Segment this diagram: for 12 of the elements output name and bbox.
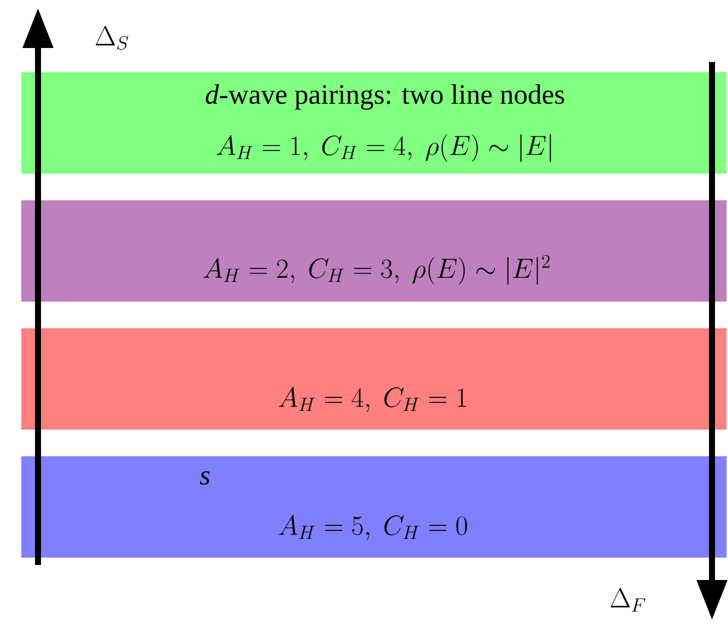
band-title: d-wave pairings: two line nodes [206,84,564,110]
formula: $A_H = 1,\ C_H = 4,\ \rho(E) \sim |E|$ [216,134,551,162]
band-label: s [200,471,210,485]
band [21,456,727,558]
formula: $A_H = 4,\ C_H = 1$ [278,387,466,412]
axis-label: $\Delta_F$ [610,588,646,612]
band [21,72,727,174]
formula: $A_H = 2,\ C_H = 3,\ \rho(E) \sim |E|^2$ [204,254,550,285]
formula: $A_H = 5,\ C_H = 0$ [278,515,467,540]
axis-label: $\Delta_S$ [96,26,128,50]
band [21,200,727,302]
band [21,328,727,430]
